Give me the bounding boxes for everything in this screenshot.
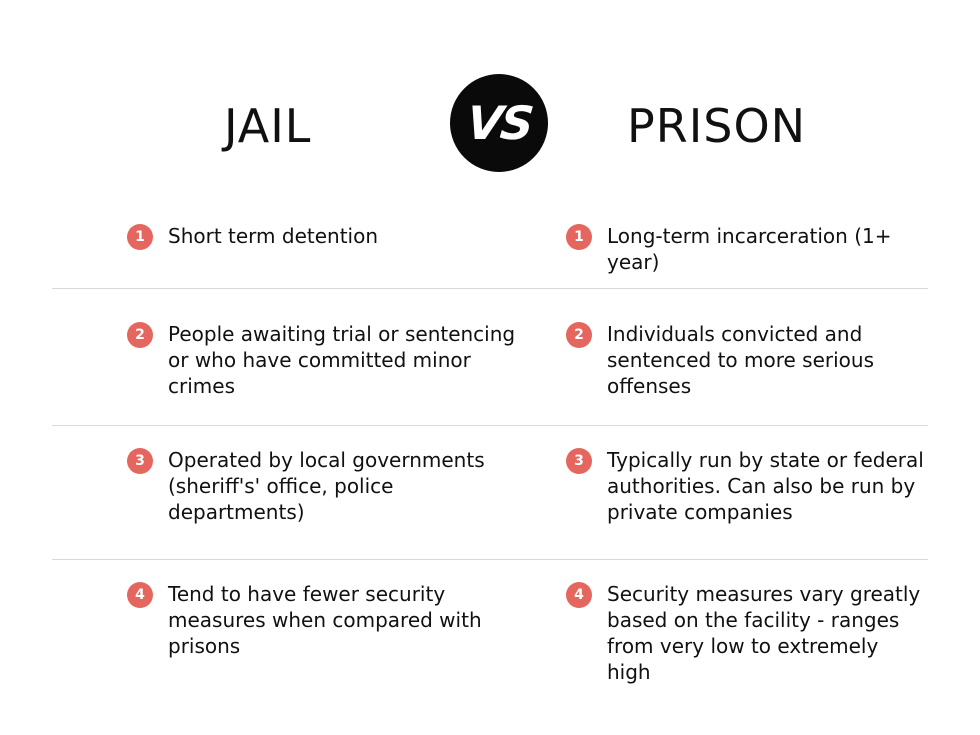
prison-item-text: Security measures vary greatly based on …	[607, 582, 921, 684]
row-divider	[52, 559, 928, 560]
prison-item-3: 3 Typically run by state or federal auth…	[566, 447, 926, 525]
prison-item-text: Typically run by state or federal author…	[607, 448, 924, 524]
vs-label: VS	[463, 96, 535, 150]
number-badge-3: 3	[566, 448, 592, 474]
prison-item-4: 4 Security measures vary greatly based o…	[566, 581, 926, 685]
row-divider	[52, 425, 928, 426]
number-badge-4: 4	[127, 582, 153, 608]
prison-item-text: Individuals convicted and sentenced to m…	[607, 322, 875, 398]
jail-item-3: 3 Operated by local governments (sheriff…	[127, 447, 527, 525]
prison-item-2: 2 Individuals convicted and sentenced to…	[566, 321, 926, 399]
number-badge-3: 3	[127, 448, 153, 474]
number-badge-1: 1	[127, 224, 153, 250]
jail-item-text: Tend to have fewer security measures whe…	[168, 582, 482, 658]
jail-item-2: 2 People awaiting trial or sentencing or…	[127, 321, 527, 399]
prison-item-text: Long-term incarceration (1+ year)	[607, 224, 892, 274]
number-badge-4: 4	[566, 582, 592, 608]
row-divider	[52, 288, 928, 289]
prison-title: PRISON	[627, 99, 807, 153]
jail-item-1: 1 Short term detention	[127, 223, 527, 250]
vs-badge: VS	[450, 74, 548, 172]
jail-item-text: Operated by local governments (sheriff's…	[168, 448, 485, 524]
jail-item-4: 4 Tend to have fewer security measures w…	[127, 581, 527, 659]
jail-title: JAIL	[224, 99, 312, 153]
prison-item-1: 1 Long-term incarceration (1+ year)	[566, 223, 926, 275]
jail-item-text: Short term detention	[168, 224, 379, 248]
number-badge-2: 2	[127, 322, 153, 348]
number-badge-1: 1	[566, 224, 592, 250]
jail-item-text: People awaiting trial or sentencing or w…	[168, 322, 516, 398]
number-badge-2: 2	[566, 322, 592, 348]
